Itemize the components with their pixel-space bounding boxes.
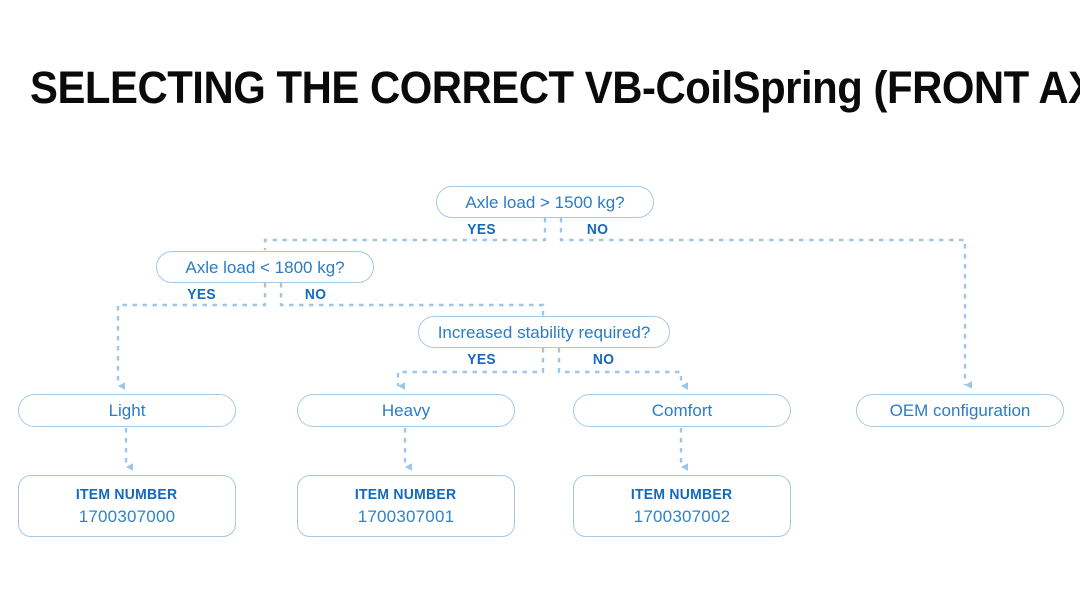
decision-label: Increased stability required? [437, 322, 651, 342]
result-label: Heavy [381, 401, 431, 420]
item-number-value: 1700307000 [78, 506, 176, 526]
result-label: Comfort [651, 401, 713, 420]
decision-2-yes-label: YES [187, 286, 216, 303]
result-node-light[interactable]: Light [18, 394, 236, 427]
page-title: SELECTING THE CORRECT VB-CoilSpring (FRO… [30, 62, 1080, 113]
decision-1-no-label: NO [586, 221, 609, 238]
result-node-comfort[interactable]: Comfort [573, 394, 791, 427]
decision-3-no-label: NO [592, 351, 615, 368]
decision-node-axle-load-1500[interactable]: Axle load > 1500 kg? [436, 186, 654, 218]
result-node-heavy[interactable]: Heavy [297, 394, 515, 427]
item-number-card-comfort[interactable]: ITEM NUMBER 1700307002 [573, 475, 791, 537]
wire-d3-yes [396, 348, 545, 390]
decision-node-axle-load-1800[interactable]: Axle load < 1800 kg? [156, 251, 374, 283]
result-label: OEM configuration [889, 401, 1031, 420]
decision-2-no-label: NO [304, 286, 327, 303]
wire-d2-yes [116, 283, 267, 390]
wire-d1-yes [263, 218, 547, 250]
wire-d2-no [279, 283, 545, 316]
item-number-header: ITEM NUMBER [355, 485, 457, 503]
item-number-value: 1700307001 [357, 506, 455, 526]
result-label: Light [108, 401, 146, 420]
wire-d3-no [557, 348, 688, 390]
result-node-oem-configuration[interactable]: OEM configuration [856, 394, 1064, 427]
item-number-card-heavy[interactable]: ITEM NUMBER 1700307001 [297, 475, 515, 537]
item-number-header: ITEM NUMBER [76, 485, 178, 503]
decision-label: Axle load > 1500 kg? [465, 192, 625, 212]
decision-1-yes-label: YES [467, 221, 496, 238]
decision-node-increased-stability[interactable]: Increased stability required? [418, 316, 670, 348]
wire-d1-no [559, 218, 972, 389]
item-number-card-light[interactable]: ITEM NUMBER 1700307000 [18, 475, 236, 537]
item-number-value: 1700307002 [633, 506, 731, 526]
decision-label: Axle load < 1800 kg? [185, 257, 345, 277]
decision-3-yes-label: YES [467, 351, 496, 368]
item-number-header: ITEM NUMBER [631, 485, 733, 503]
